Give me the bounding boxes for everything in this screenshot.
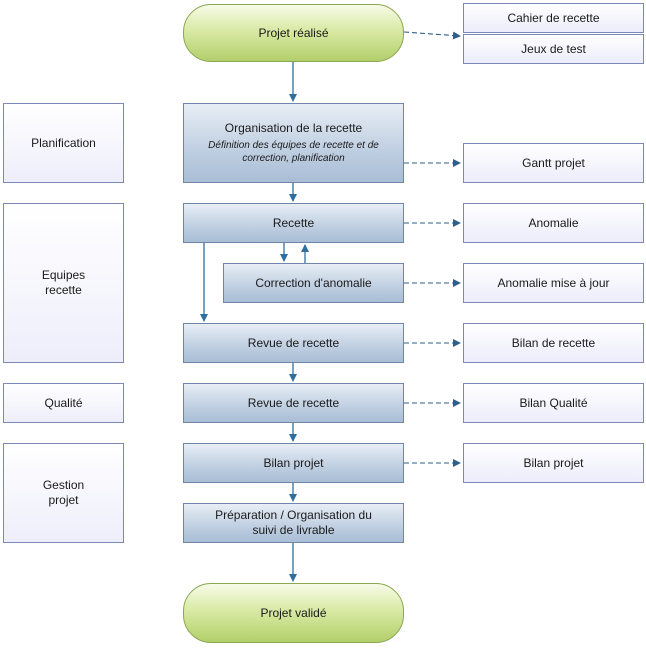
start-terminal: Projet réalisé: [183, 4, 404, 62]
step-recette: Recette: [183, 203, 404, 243]
step-correction: Correction d'anomalie: [223, 263, 404, 303]
doc-jeux-test-label: Jeux de test: [521, 41, 586, 56]
doc-gantt-label: Gantt projet: [522, 155, 585, 170]
doc-arrow-cahier: [403, 31, 461, 40]
step-revue-recette-label: Revue de recette: [247, 335, 340, 350]
step-preparation: Préparation / Organisation du suivi de l…: [183, 503, 404, 543]
doc-anomalie-maj: Anomalie mise à jour: [463, 263, 644, 303]
doc-bilan-projet-label: Bilan projet: [523, 455, 584, 470]
role-equipes-recette-label: Equipes recette: [41, 268, 86, 297]
role-planification: Planification: [3, 103, 124, 183]
doc-bilan-qualite: Bilan Qualité: [463, 383, 644, 423]
role-gestion-projet-label: Gestion projet: [42, 478, 85, 507]
role-gestion-projet: Gestion projet: [3, 443, 124, 543]
step-bilan-projet-label: Bilan projet: [263, 455, 324, 470]
doc-bilan-qualite-label: Bilan Qualité: [519, 395, 588, 410]
start-terminal-label: Projet réalisé: [258, 25, 329, 40]
step-revue-qualite: Revue de recette: [183, 383, 404, 423]
step-organisation: Organisation de la recette Définition de…: [183, 103, 404, 183]
end-terminal: Projet validé: [183, 583, 404, 643]
step-preparation-label: Préparation / Organisation du suivi de l…: [215, 508, 372, 537]
doc-anomalie-maj-label: Anomalie mise à jour: [497, 275, 610, 290]
end-terminal-label: Projet validé: [260, 605, 327, 620]
doc-anomalie: Anomalie: [463, 203, 644, 243]
doc-bilan-recette: Bilan de recette: [463, 323, 644, 363]
doc-anomalie-label: Anomalie: [528, 215, 579, 230]
step-correction-label: Correction d'anomalie: [255, 275, 372, 290]
doc-bilan-projet: Bilan projet: [463, 443, 644, 483]
step-bilan-projet: Bilan projet: [183, 443, 404, 483]
doc-jeux-test: Jeux de test: [463, 34, 644, 64]
doc-cahier-recette: Cahier de recette: [463, 3, 644, 33]
role-qualite-label: Qualité: [44, 395, 83, 410]
step-organisation-title: Organisation de la recette: [224, 121, 363, 135]
step-revue-recette: Revue de recette: [183, 323, 404, 363]
doc-bilan-recette-label: Bilan de recette: [511, 335, 596, 350]
step-recette-label: Recette: [272, 215, 315, 230]
step-revue-qualite-label: Revue de recette: [247, 395, 340, 410]
step-organisation-subtitle: Définition des équipes de recette et de …: [208, 140, 379, 164]
role-planification-label: Planification: [31, 135, 96, 150]
role-equipes-recette: Equipes recette: [3, 203, 124, 363]
role-qualite: Qualité: [3, 383, 124, 423]
doc-gantt: Gantt projet: [463, 143, 644, 183]
doc-cahier-recette-label: Cahier de recette: [507, 10, 600, 25]
